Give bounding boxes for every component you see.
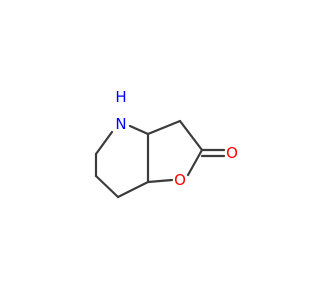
bond-c3a-n bbox=[128, 124, 150, 136]
bond-c7-c7a bbox=[116, 180, 150, 199]
bond-c6-c7 bbox=[94, 174, 120, 199]
nitrogen-label: N bbox=[115, 115, 126, 133]
nitrogen-h-label: H bbox=[115, 88, 126, 106]
bond-c3a-c3 bbox=[146, 119, 182, 136]
bond-n-c5 bbox=[94, 130, 114, 156]
molecule-diagram: H N O O bbox=[94, 88, 238, 199]
carbonyl-oxygen-label: O bbox=[226, 144, 238, 162]
bond-c3-c2 bbox=[178, 119, 204, 152]
bond-oring-c7a bbox=[146, 178, 174, 184]
bond-c2-oring bbox=[186, 148, 204, 177]
ring-oxygen-label: O bbox=[174, 171, 186, 189]
